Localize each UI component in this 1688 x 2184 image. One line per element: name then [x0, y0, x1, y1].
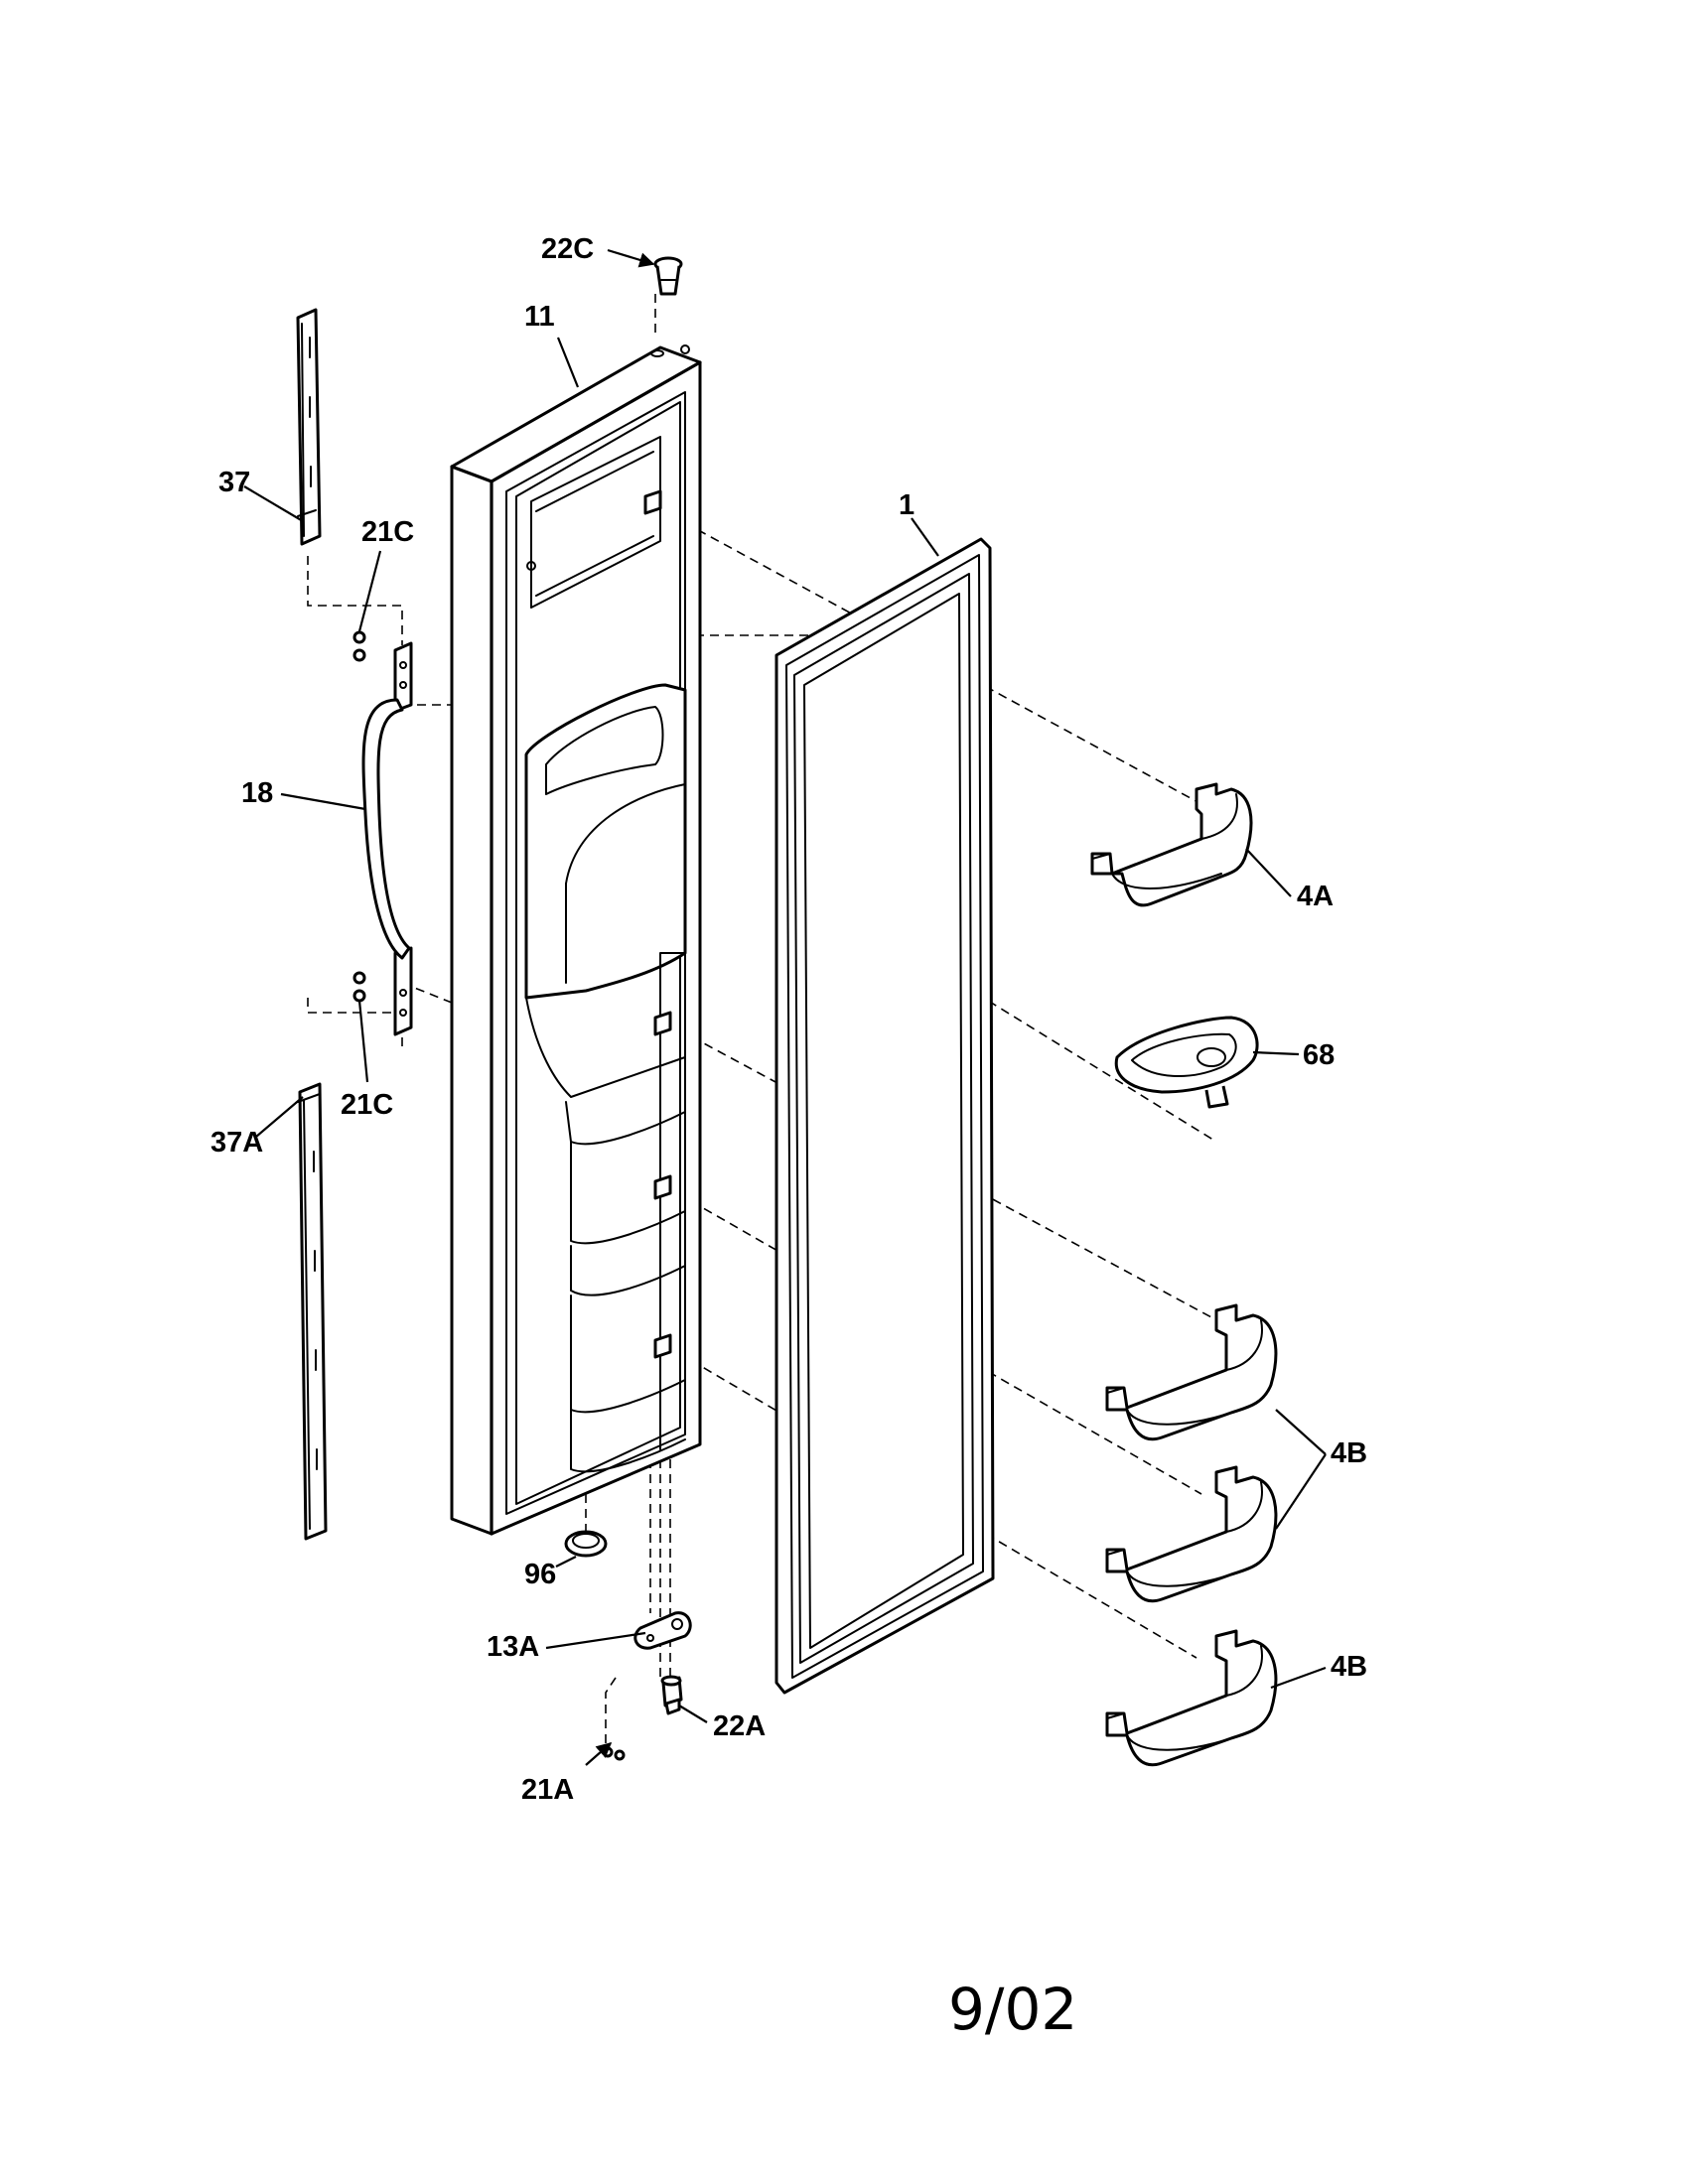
- door-gasket[interactable]: [774, 537, 995, 1695]
- door-bin-4B-middle[interactable]: [1105, 1465, 1278, 1603]
- plug-button[interactable]: [564, 1530, 608, 1558]
- callout-4B-single: 4B: [1331, 1651, 1367, 1683]
- dispenser-funnel[interactable]: [1114, 1016, 1259, 1109]
- door-bin-4B-lower[interactable]: [1105, 1629, 1278, 1767]
- callout-37: 37: [218, 467, 250, 498]
- callout-96: 96: [524, 1559, 556, 1590]
- assembly-guide-lines: [307, 288, 1227, 1747]
- bottom-hinge-bracket[interactable]: [633, 1611, 692, 1650]
- callout-4A: 4A: [1297, 881, 1334, 912]
- callout-68: 68: [1303, 1039, 1335, 1071]
- door-bin-4A[interactable]: [1090, 782, 1253, 907]
- callout-22C: 22C: [541, 233, 594, 265]
- door-liner[interactable]: [450, 344, 702, 1536]
- callout-37A: 37A: [211, 1127, 263, 1159]
- screw-set-upper[interactable]: [352, 630, 366, 662]
- bottom-hinge-pin[interactable]: [660, 1675, 683, 1715]
- callout-21A: 21A: [521, 1774, 574, 1806]
- handle-trim-lower[interactable]: [297, 1082, 328, 1541]
- callout-22A: 22A: [713, 1710, 766, 1742]
- top-hinge-bushing[interactable]: [653, 256, 683, 296]
- callout-1: 1: [899, 489, 914, 521]
- callout-4B-pair: 4B: [1331, 1437, 1367, 1469]
- callout-13A: 13A: [487, 1631, 539, 1663]
- callout-labels: 22C 11 37 21C 1 18 4A 68 21C 37A 4B 96 1…: [211, 233, 1367, 1806]
- callout-11: 11: [524, 301, 555, 333]
- callout-21C-lower: 21C: [341, 1089, 393, 1121]
- callout-21C-upper: 21C: [361, 516, 414, 548]
- handle-trim-upper[interactable]: [296, 308, 322, 546]
- door-bin-4B-upper[interactable]: [1105, 1303, 1278, 1441]
- screw-set-lower[interactable]: [352, 971, 366, 1003]
- door-handle[interactable]: [361, 641, 413, 1036]
- date-code: 9/02: [948, 1976, 1077, 2043]
- callout-leaders: [243, 248, 1327, 1766]
- screw-set-bottom[interactable]: [602, 1746, 626, 1761]
- callout-18: 18: [241, 777, 273, 809]
